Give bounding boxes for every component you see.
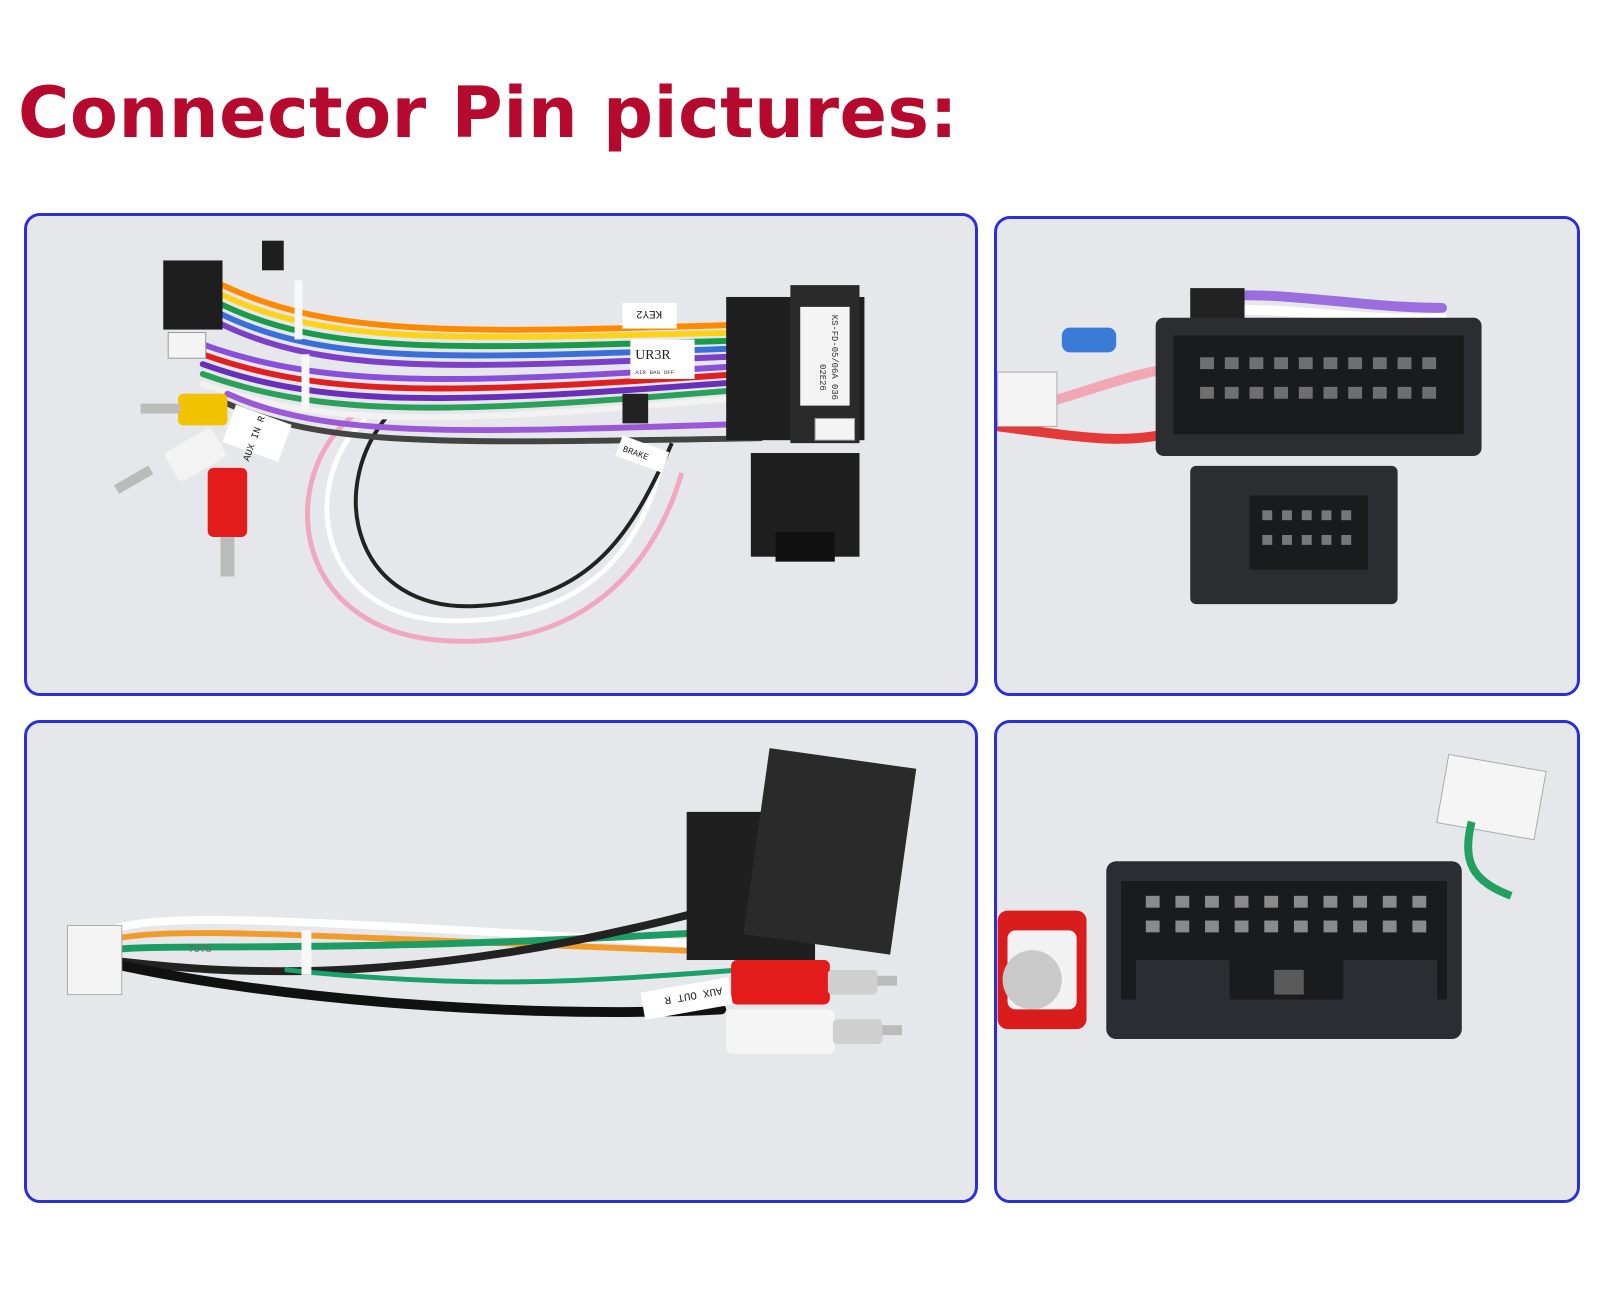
photo-harness-overview: KS-FD-05/06A 036 02E26 KEY2 UR3R AIR BAG… [24,213,978,696]
tag-ur: UR3R [635,347,671,362]
photo-connector-pins [994,720,1580,1203]
cable-print: TUTS [188,944,212,955]
harness-overview-illustration: KS-FD-05/06A 036 02E26 KEY2 UR3R AIR BAG… [29,216,973,693]
module-label-line2: 02E26 [817,364,827,391]
photo-connector-front [994,216,1580,696]
harness-aux-out-illustration: AUX OUT R TUTS [29,723,973,1200]
page-title: Connector Pin pictures: [18,72,959,154]
connector-pins-illustration [997,723,1577,1200]
tag-ur-sub: AIR BAG OFF [635,369,674,376]
connector-front-illustration [997,219,1577,693]
module-label-line1: KS-FD-05/06A 036 [829,315,839,400]
photo-harness-aux-out: AUX OUT R TUTS [24,720,978,1203]
tag-key: KEY2 [636,307,662,319]
